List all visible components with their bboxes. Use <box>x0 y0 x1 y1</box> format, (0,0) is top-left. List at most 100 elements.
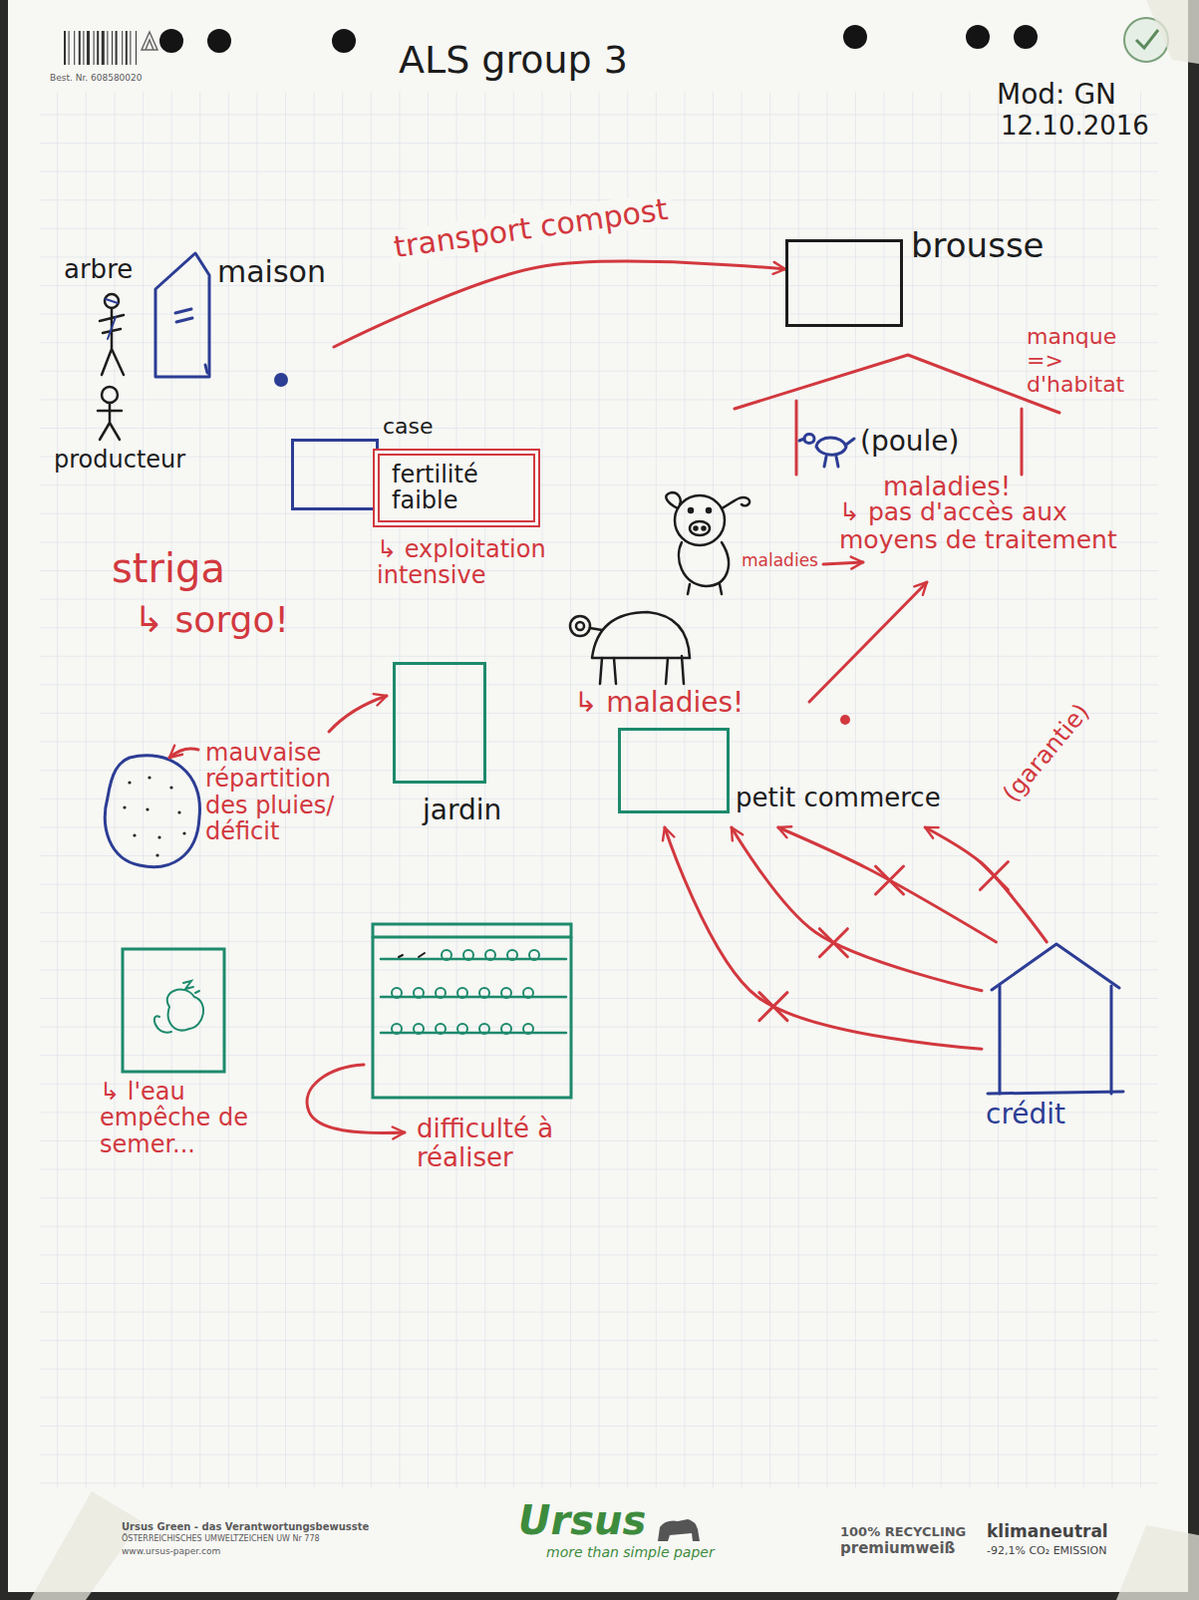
pig-drawing <box>694 527 698 531</box>
problem-note: ↳ l'eau empêche de semer... <box>99 1078 290 1158</box>
sheep-drawing <box>592 611 690 658</box>
strike-cross <box>819 928 848 957</box>
crop-rows-box <box>507 949 518 960</box>
crop-rows-box <box>529 949 540 960</box>
crop-rows-box <box>479 987 490 998</box>
barcode <box>121 30 123 65</box>
crop-rows-box <box>391 949 540 1034</box>
punch-hole <box>1013 24 1038 49</box>
animal-shelter: (poule) <box>732 350 1062 483</box>
connector-group <box>333 261 1047 1049</box>
masking-tape <box>29 1491 142 1600</box>
connector-arrow <box>731 827 982 991</box>
marker-dot <box>840 714 851 725</box>
field-blob <box>104 755 200 868</box>
field-blob <box>177 810 181 814</box>
node-label: maison <box>217 255 326 289</box>
barcode <box>115 30 118 65</box>
outline-stroke <box>796 400 1022 475</box>
crop-rows-box <box>398 952 425 957</box>
crop-rows-box <box>372 923 572 1098</box>
outline-square <box>785 239 903 327</box>
field-blob <box>157 835 161 839</box>
chart-title: ALS group 3 <box>398 39 628 82</box>
paper-brand-text: premiumweiß <box>840 1539 955 1557</box>
seedbed-box <box>167 989 204 1031</box>
animal-arrows <box>809 582 927 702</box>
bush-square: brousse <box>785 227 1050 327</box>
paper-brand-text: 100% RECYCLING <box>840 1524 966 1539</box>
strike-cross <box>875 866 903 895</box>
barcode <box>129 30 131 65</box>
seedbed-box <box>154 1015 172 1032</box>
pig-drawing <box>689 521 710 536</box>
problem-note: manque => d'habitat <box>1026 324 1157 398</box>
garden-square: jardin <box>392 661 518 834</box>
barcode <box>63 30 66 65</box>
pig-drawing <box>665 492 750 595</box>
pig-drawing <box>702 527 706 531</box>
connector-arrow <box>664 827 982 1049</box>
problem-note: mauvaise répartition des pluies/ déficit <box>205 739 380 846</box>
barcode <box>68 30 70 65</box>
barcode <box>111 30 113 65</box>
sheep-drawing <box>576 621 585 630</box>
problem-note: ↳ exploitation intensive <box>376 536 592 590</box>
rain-arrows <box>328 695 387 732</box>
crop-rows-box <box>501 987 512 998</box>
outline-drawing <box>732 350 1062 483</box>
barcode <box>82 30 84 65</box>
connector-arrow <box>333 261 786 347</box>
crop-rows-box <box>413 1023 424 1034</box>
crop-rows-box <box>372 923 572 1098</box>
field-blob <box>122 775 186 857</box>
node-label: jardin <box>422 795 502 827</box>
problem-note: difficulté à réaliser <box>416 1114 597 1172</box>
field-blob <box>169 785 173 789</box>
crop-rows-box <box>413 987 424 998</box>
connector-arrow <box>924 827 1047 942</box>
pig-drawing <box>706 508 711 513</box>
strike-cross-group <box>759 861 1009 1020</box>
problem-note: (garantie) <box>997 698 1095 807</box>
barcode <box>86 30 90 65</box>
problem-note: striga <box>111 546 226 591</box>
crop-rows-box <box>391 987 402 998</box>
punch-hole <box>207 28 232 53</box>
rain-arrows <box>169 748 199 758</box>
barcode <box>101 30 105 65</box>
crop-rows-box <box>523 987 534 998</box>
barcode <box>63 30 137 65</box>
paper-brand-text: -92,1% CO₂ EMISSION <box>986 1544 1107 1557</box>
seedbed-box <box>183 980 200 993</box>
outline-stroke <box>991 943 1120 990</box>
outline-stroke <box>175 308 193 322</box>
problem-box: fertilité faible <box>372 448 541 528</box>
punch-hole <box>843 24 868 49</box>
punch-hole <box>331 28 356 53</box>
crop-rows-box <box>391 1023 402 1034</box>
barcode <box>125 30 128 65</box>
barcode <box>106 30 108 65</box>
paper-sheet <box>7 0 1189 1592</box>
bank-house: crédit <box>981 941 1127 1137</box>
masking-tape <box>1146 0 1199 64</box>
outline-stroke <box>999 985 1112 1094</box>
outline-stroke <box>155 253 210 377</box>
masking-tape <box>29 0 1199 1600</box>
problem-note: ↳ maladies! <box>574 687 744 719</box>
barcode <box>93 30 95 65</box>
field-blob <box>145 807 149 811</box>
figure-label: arbre <box>63 255 133 285</box>
paper-brand-text: www.ursus-paper.com <box>121 1546 221 1557</box>
outline-stroke <box>799 438 855 467</box>
animal-arrows <box>809 562 927 702</box>
date: 12.10.2016 <box>1000 111 1150 141</box>
field-blob <box>122 805 126 809</box>
compost-heap <box>274 372 289 387</box>
strike-cross <box>759 992 788 1021</box>
node-label: petit commerce <box>735 783 941 813</box>
sheep-drawing <box>570 615 591 636</box>
bear-logo <box>657 1518 700 1541</box>
